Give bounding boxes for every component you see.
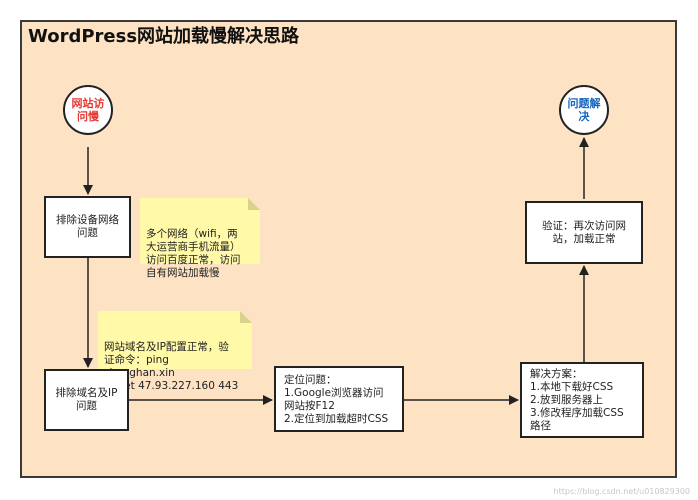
device-note-text: 多个网络（wifi，两 大运营商手机流量） 访问百度正常，访问 自有网站加载慢 [146, 228, 241, 279]
watermark: https://blog.csdn.net/u010829300 [553, 487, 690, 496]
check-domain-box: 排除域名及IP 问题 [44, 369, 129, 431]
locate-problem-box: 定位问题： 1.Google浏览器访问 网站按F12 2.定位到加载超时CSS [274, 366, 404, 432]
start-node: 网站访 问慢 [63, 85, 113, 135]
verify-box: 验证：再次访问网 站，加载正常 [525, 201, 643, 264]
check-device-box: 排除设备网络 问题 [44, 196, 131, 258]
device-note: 多个网络（wifi，两 大运营商手机流量） 访问百度正常，访问 自有网站加载慢 [140, 198, 260, 279]
solution-box: 解决方案： 1.本地下载好CSS 2.放到服务器上 3.修改程序加载CSS 路径 [520, 362, 644, 438]
end-node: 问题解 决 [559, 85, 609, 135]
diagram-title: WordPress网站加载慢解决思路 [28, 26, 300, 47]
domain-note: 网站域名及IP配置正常，验 证命令：ping zhanghan.xin teln… [98, 311, 252, 392]
note-fold [240, 311, 252, 323]
note-fold [248, 198, 260, 210]
